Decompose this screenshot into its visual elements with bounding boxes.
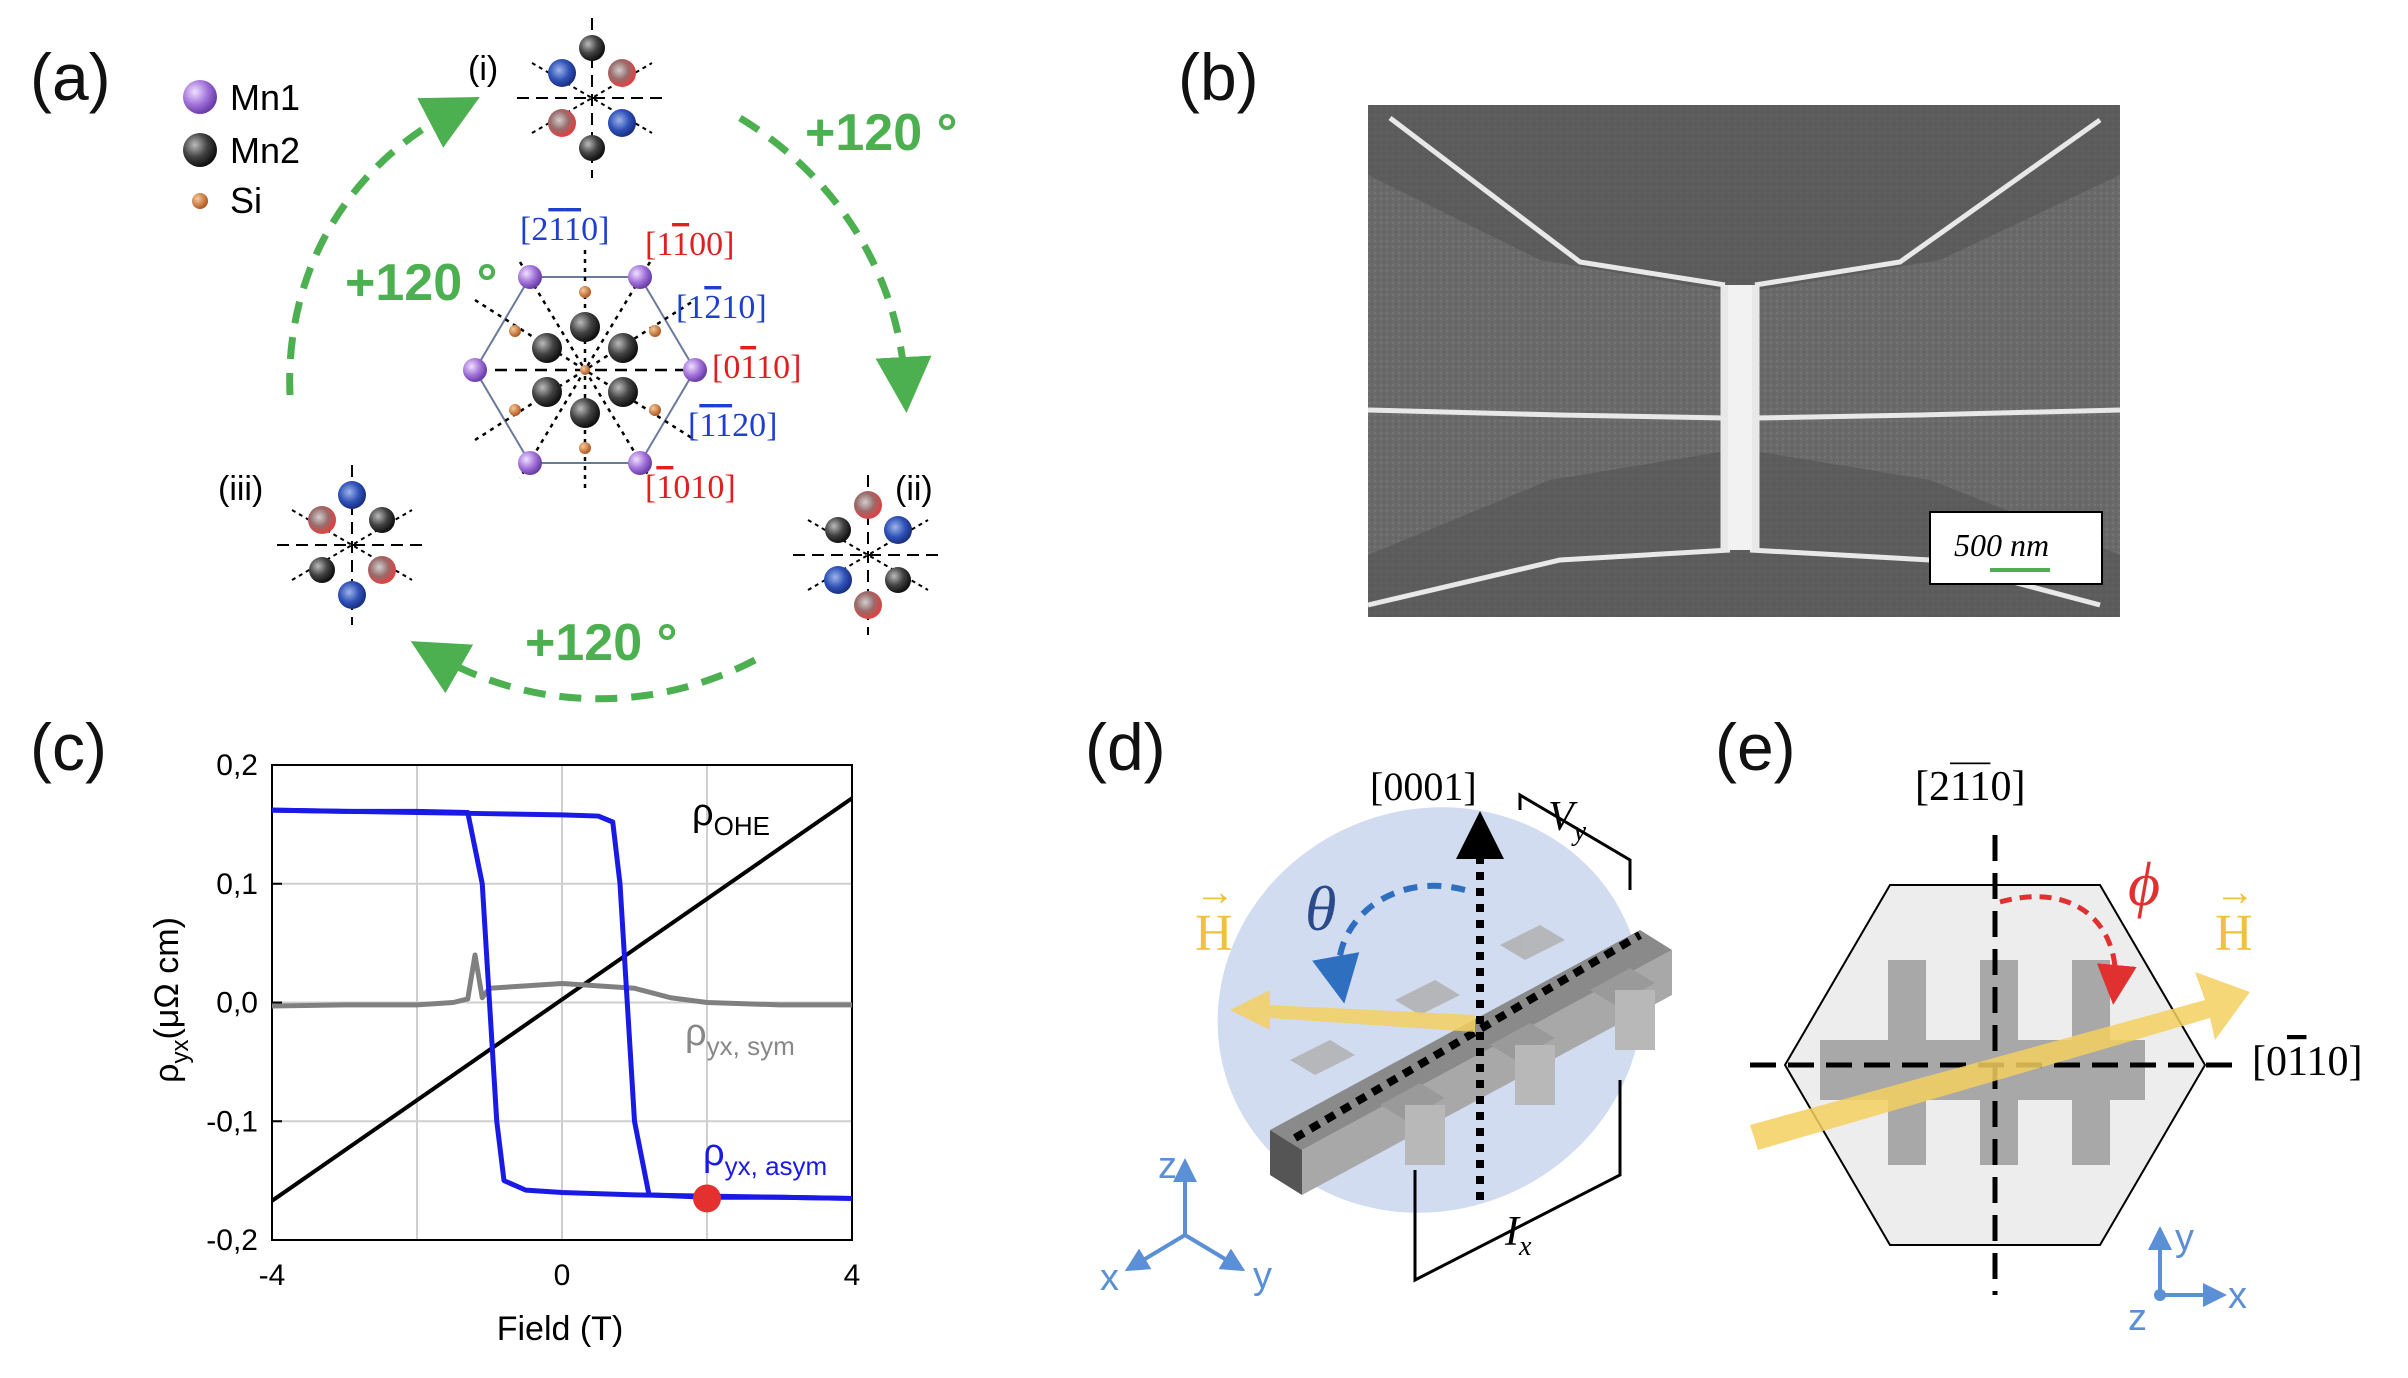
panel-d-label: (d) (1085, 710, 1166, 784)
y-tick-label: 0,1 (216, 868, 258, 901)
panel-b-label: (b) (1178, 40, 1259, 114)
theta-arc (1312, 882, 1466, 1004)
panel-d: (d) [0001] (1085, 710, 1672, 1299)
x-tick-label: 0 (554, 1259, 571, 1292)
x-tick-label: -4 (259, 1259, 286, 1292)
legend-mn2: Mn2 (230, 130, 300, 171)
dir-1-0-1-0: [1010] (645, 469, 736, 506)
panel-a-label: (a) (30, 40, 111, 114)
dir-2-1-1-0: [2110] (520, 211, 609, 248)
ix-bracket (1413, 1080, 1622, 1283)
ix-label: Ix (1504, 1209, 1532, 1262)
vy-label: Vy (1548, 794, 1587, 847)
rotation-arrow-bottom (410, 641, 757, 703)
y-tick-label: 0,0 (216, 987, 258, 1020)
series-label-sym: ρyx, sym (685, 1012, 795, 1061)
x-tick-label: 4 (844, 1259, 861, 1292)
axis-right-label-e: [0110] (2252, 1039, 2362, 1085)
hall-bar (1270, 925, 1672, 1195)
dir-0-1-1-0: [0110] (712, 349, 801, 386)
legend-si: Si (230, 180, 262, 221)
series-label-asym: ρyx, asym (703, 1132, 827, 1181)
si-legend-marker (192, 193, 208, 209)
state-i-label: (i) (468, 50, 498, 88)
series-label-ohe: ρOHE (692, 792, 770, 841)
coord-triad-d: z x y (1100, 1145, 1272, 1299)
rotation-label-left: +120 ° (345, 254, 497, 312)
panel-c: (c) -0,2 -0,1 0,0 0,1 0,2 -4 0 4 ρyx(μΩ cm) Fie… (30, 710, 860, 1348)
phi-label: ϕ (2128, 851, 2160, 919)
state-i-motif (517, 18, 667, 178)
coord-triad-e: y x z (2128, 1217, 2247, 1339)
field-arrow-d (1230, 990, 1475, 1032)
vy-bracket (1518, 792, 1632, 890)
rotation-arrow-left (286, 97, 480, 396)
dir-1-1-0-0: [1100] (645, 226, 734, 263)
hall-chart: -0,2 -0,1 0,0 0,1 0,2 -4 0 4 (206, 749, 860, 1292)
dir-1-1-2-0: [1120] (688, 407, 777, 444)
state-iii-label: (iii) (218, 470, 263, 508)
svg-text:x: x (2228, 1275, 2247, 1317)
y-tick-label: -0,1 (206, 1105, 258, 1138)
field-vector-arrow-d: → (1195, 869, 1235, 914)
y-tick-label: 0,2 (216, 749, 258, 782)
svg-text:x: x (1100, 1257, 1119, 1299)
panel-b: (b) 500 nm (1178, 40, 2121, 617)
field-label-e: H (2215, 905, 2253, 962)
field-label-d: H (1195, 905, 1233, 962)
field-arrow-e (1750, 972, 2250, 1150)
panel-a: (a) Mn1 Mn2 Si +120 ° +120 ° +120 ° (i) … (30, 18, 957, 703)
panel-e-label: (e) (1715, 710, 1796, 784)
svg-text:y: y (2175, 1217, 2194, 1259)
rotation-arrow-right (738, 115, 932, 413)
legend: Mn1 Mn2 Si (183, 77, 300, 221)
series-line-0 (270, 796, 854, 1203)
rotation-label-right: +120 ° (805, 104, 957, 162)
hexagon-lattice (463, 250, 707, 490)
data-point-marker (693, 1184, 721, 1213)
svg-text:y: y (1253, 1255, 1272, 1297)
theta-label: θ (1305, 873, 1336, 944)
legend-mn1: Mn1 (230, 77, 300, 118)
scale-bar-label: 500 nm (1954, 527, 2049, 563)
phi-arc (1999, 894, 2137, 1005)
chart-x-axis-label: Field (T) (497, 1310, 624, 1348)
field-vector-arrow-e: → (2215, 869, 2255, 914)
state-ii-label: (ii) (895, 470, 933, 508)
state-iii-motif (277, 465, 427, 625)
state-ii-motif (793, 475, 943, 635)
mn2-legend-marker (183, 133, 217, 167)
series-line-1 (271, 952, 852, 1009)
panel-c-label: (c) (30, 710, 107, 784)
sem-image: 500 nm (1367, 105, 2121, 617)
svg-text:z: z (1158, 1145, 1177, 1187)
current-axis-line (1292, 931, 1643, 1142)
chart-y-axis-label: ρyx(μΩ cm) (148, 917, 194, 1083)
rotation-label-bottom: +120 ° (525, 614, 677, 672)
y-tick-label: -0,2 (206, 1224, 258, 1257)
c-axis-label: [0001] (1370, 764, 1477, 809)
mn1-legend-marker (183, 80, 217, 114)
svg-text:z: z (2128, 1297, 2147, 1339)
dir-1-2-1-0: [1210] (676, 289, 767, 326)
axis-top-label-e: [2110] (1915, 764, 2025, 810)
panel-e: (e) [2110] [0110] H → ϕ y x z (1715, 710, 2362, 1339)
